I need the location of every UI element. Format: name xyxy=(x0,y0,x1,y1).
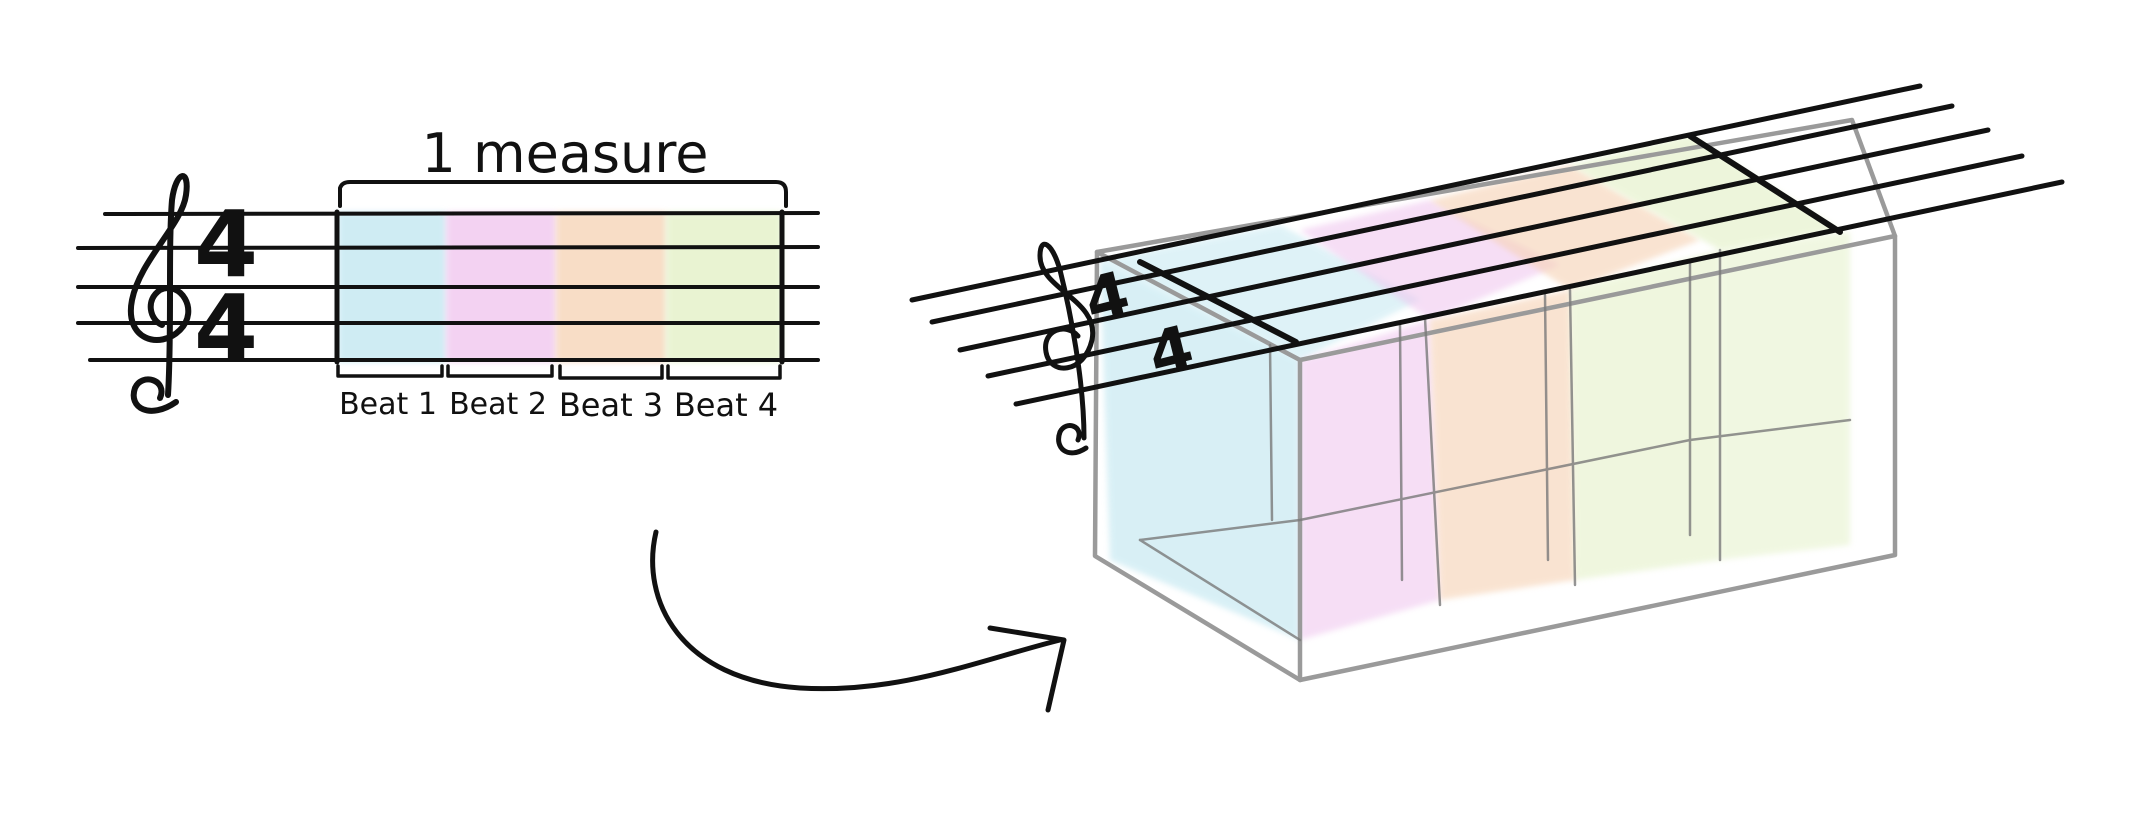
box-barlines xyxy=(1137,133,1843,345)
time-signature-bottom: 4 xyxy=(194,275,258,382)
time-signature-top: 4 xyxy=(194,191,258,298)
beat-4-label: Beat 4 xyxy=(674,386,778,424)
flat-measure: 4 4 1 measure Beat 1 Beat 2 Beat 3 Beat … xyxy=(76,122,820,424)
measure-bracket xyxy=(338,180,788,208)
box-beat-4-back xyxy=(1720,232,1850,560)
box-treble-clef-icon xyxy=(1037,241,1096,456)
barlines xyxy=(334,209,785,365)
beat-3-label: Beat 3 xyxy=(559,386,663,424)
beat-1-label: Beat 1 xyxy=(339,387,437,422)
box-measure: 4 4 xyxy=(909,83,2065,683)
box-beat-3-front xyxy=(1430,290,1575,600)
box-beat-1-side xyxy=(1100,225,1420,360)
staff-lines xyxy=(76,211,820,362)
box-beat-2-front xyxy=(1300,320,1440,640)
beat-2-label: Beat 2 xyxy=(449,387,547,422)
box-beat-3-top xyxy=(1430,165,1700,290)
transform-arrow xyxy=(650,529,1067,713)
box-beat-4-front xyxy=(1570,250,1720,580)
beat-brackets xyxy=(336,364,782,380)
box-dividers xyxy=(1138,248,1852,642)
measure-label: 1 measure xyxy=(421,122,708,185)
treble-clef-icon xyxy=(127,173,192,414)
box-staff-lines xyxy=(909,83,2065,407)
